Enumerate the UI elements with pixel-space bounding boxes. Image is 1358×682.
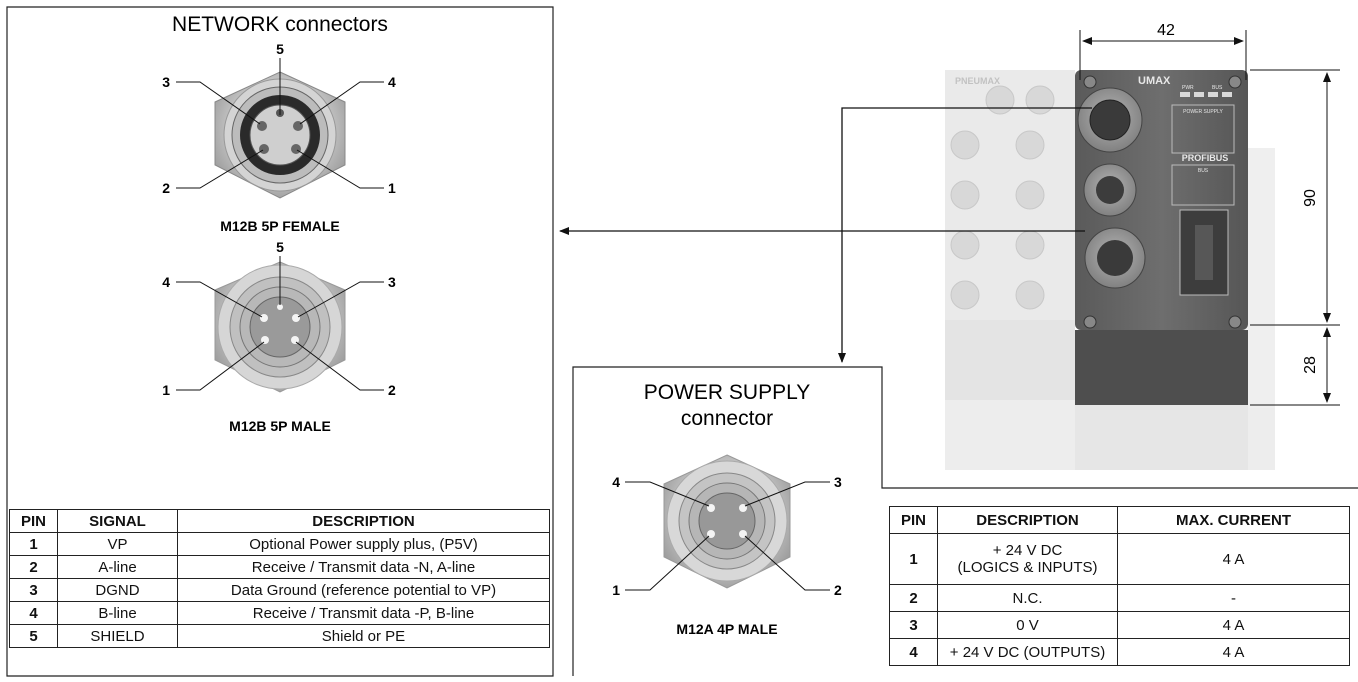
description-line1: + 24 V DC bbox=[992, 542, 1063, 559]
module-brand-left: PNEUMAX bbox=[955, 76, 1000, 86]
female-pin-5-label: 5 bbox=[276, 41, 284, 57]
table-row: 2 N.C. - bbox=[889, 584, 1350, 612]
male-leader-lines bbox=[176, 256, 384, 391]
signal-cell: DGND bbox=[57, 578, 178, 602]
table-row: 3 DGND Data Ground (reference potential … bbox=[9, 578, 550, 602]
dimension-height-main-label: 90 bbox=[1302, 189, 1319, 207]
signal-cell: SHIELD bbox=[57, 624, 178, 648]
description-cell: Optional Power supply plus, (P5V) bbox=[177, 532, 550, 556]
male-pin-5-label: 5 bbox=[276, 239, 284, 255]
module-bus-label: BUS bbox=[1198, 168, 1209, 174]
pin-cell: 5 bbox=[9, 624, 58, 648]
power-pin-4-label: 4 bbox=[612, 474, 620, 490]
male-pin-2-label: 2 bbox=[388, 382, 396, 398]
description-cell: + 24 V DC (LOGICS & INPUTS) bbox=[937, 533, 1118, 585]
pin-cell: 4 bbox=[889, 638, 938, 666]
power-caption: M12A 4P MALE bbox=[676, 621, 777, 637]
power-header-pin: PIN bbox=[889, 506, 938, 534]
male-pin-4-label: 4 bbox=[162, 274, 170, 290]
description-cell: Receive / Transmit data -P, B-line bbox=[177, 601, 550, 625]
male-connector-drawing bbox=[214, 261, 346, 393]
table-row: 5 SHIELD Shield or PE bbox=[9, 624, 550, 648]
dimension-height-base-label: 28 bbox=[1302, 356, 1319, 374]
female-pin-2-label: 2 bbox=[162, 180, 170, 196]
male-pin-1-label: 1 bbox=[162, 382, 170, 398]
description-cell: Receive / Transmit data -N, A-line bbox=[177, 555, 550, 579]
current-cell: - bbox=[1117, 584, 1350, 612]
female-caption: M12B 5P FEMALE bbox=[220, 218, 340, 234]
description-line2: (LOGICS & INPUTS) bbox=[957, 559, 1098, 576]
power-pin-table: PIN DESCRIPTION MAX. CURRENT 1 + 24 V DC… bbox=[889, 506, 1350, 666]
current-cell: 4 A bbox=[1117, 533, 1350, 585]
module-brand: UMAX bbox=[1138, 75, 1171, 87]
female-pin-4-label: 4 bbox=[388, 74, 396, 90]
pin-cell: 2 bbox=[9, 555, 58, 579]
signal-cell: VP bbox=[57, 532, 178, 556]
current-cell: 4 A bbox=[1117, 638, 1350, 666]
female-pin-3-label: 3 bbox=[162, 74, 170, 90]
power-header-description: DESCRIPTION bbox=[937, 506, 1118, 534]
arrows bbox=[559, 107, 1092, 363]
signal-cell: A-line bbox=[57, 555, 178, 579]
network-table-header: PIN SIGNAL DESCRIPTION bbox=[9, 509, 550, 533]
description-cell: 0 V bbox=[937, 611, 1118, 639]
module-led-pwr: PWR bbox=[1182, 85, 1194, 91]
power-title-line1: POWER SUPPLY bbox=[644, 381, 810, 404]
pin-cell: 3 bbox=[889, 611, 938, 639]
module-photo bbox=[945, 70, 1275, 470]
power-leader-lines bbox=[625, 481, 830, 591]
module-power-supply-label: POWER SUPPLY bbox=[1183, 109, 1223, 115]
pin-cell: 2 bbox=[889, 584, 938, 612]
female-connector-drawing bbox=[214, 71, 346, 199]
table-row: 4 B-line Receive / Transmit data -P, B-l… bbox=[9, 601, 550, 625]
description-cell: N.C. bbox=[937, 584, 1118, 612]
power-table-header: PIN DESCRIPTION MAX. CURRENT bbox=[889, 506, 1350, 534]
power-pin-2-label: 2 bbox=[834, 582, 842, 598]
signal-cell: B-line bbox=[57, 601, 178, 625]
description-cell: Shield or PE bbox=[177, 624, 550, 648]
pin-cell: 4 bbox=[9, 601, 58, 625]
male-caption: M12B 5P MALE bbox=[229, 418, 331, 434]
female-pin-1-label: 1 bbox=[388, 180, 396, 196]
power-pin-3-label: 3 bbox=[834, 474, 842, 490]
table-row: 2 A-line Receive / Transmit data -N, A-l… bbox=[9, 555, 550, 579]
network-frame bbox=[6, 6, 554, 677]
power-connector-drawing bbox=[663, 454, 791, 589]
table-row: 1 + 24 V DC (LOGICS & INPUTS) 4 A bbox=[889, 533, 1350, 585]
module-profibus-label: PROFIBUS bbox=[1182, 153, 1229, 163]
network-header-pin: PIN bbox=[9, 509, 58, 533]
table-row: 4 + 24 V DC (OUTPUTS) 4 A bbox=[889, 638, 1350, 666]
pin-cell: 1 bbox=[9, 532, 58, 556]
module-led-bus: BUS bbox=[1212, 85, 1223, 91]
network-title: NETWORK connectors bbox=[172, 13, 388, 36]
current-cell: 4 A bbox=[1117, 611, 1350, 639]
pin-cell: 3 bbox=[9, 578, 58, 602]
dimension-width-label: 42 bbox=[1157, 22, 1175, 39]
power-pin-1-label: 1 bbox=[612, 582, 620, 598]
female-leader-lines bbox=[176, 58, 384, 189]
description-cell: Data Ground (reference potential to VP) bbox=[177, 578, 550, 602]
table-row: 1 VP Optional Power supply plus, (P5V) bbox=[9, 532, 550, 556]
description-cell: + 24 V DC (OUTPUTS) bbox=[937, 638, 1118, 666]
network-header-signal: SIGNAL bbox=[57, 509, 178, 533]
network-header-description: DESCRIPTION bbox=[177, 509, 550, 533]
male-pin-3-label: 3 bbox=[388, 274, 396, 290]
power-frame bbox=[572, 366, 1358, 676]
power-title-line2: connector bbox=[681, 407, 773, 430]
power-header-current: MAX. CURRENT bbox=[1117, 506, 1350, 534]
network-pin-table: PIN SIGNAL DESCRIPTION 1 VP Optional Pow… bbox=[9, 509, 550, 648]
pin-cell: 1 bbox=[889, 533, 938, 585]
table-row: 3 0 V 4 A bbox=[889, 611, 1350, 639]
dimension-lines bbox=[1079, 30, 1340, 406]
